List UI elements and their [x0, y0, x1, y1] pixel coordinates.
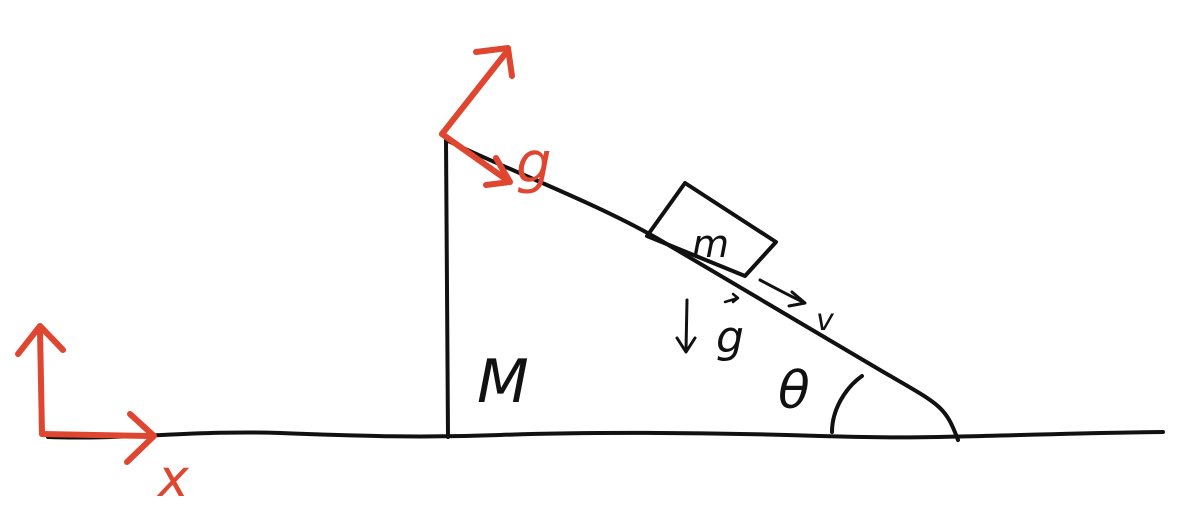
ground-axes — [15, 323, 157, 465]
velocity-label: v — [816, 303, 835, 338]
gravity-vector-mark — [723, 292, 740, 304]
gravity-label: g — [716, 312, 744, 363]
velocity-arrow — [758, 278, 807, 308]
wedge — [444, 138, 960, 442]
angle-label: θ — [778, 361, 810, 421]
wedge-incline-surface — [444, 138, 960, 442]
ground-axis-label: x — [156, 449, 190, 509]
block-mass-label: m — [692, 222, 729, 266]
wedge-vertical-side — [444, 138, 450, 439]
block-outline — [645, 181, 778, 278]
incline-axes — [439, 45, 515, 188]
incline-axis-label: g — [516, 131, 552, 196]
gravity-arrow — [675, 292, 740, 354]
angle-arc — [830, 374, 864, 434]
wedge-mass-label: M — [477, 347, 529, 417]
ground-line — [46, 430, 1165, 440]
block — [645, 181, 778, 278]
